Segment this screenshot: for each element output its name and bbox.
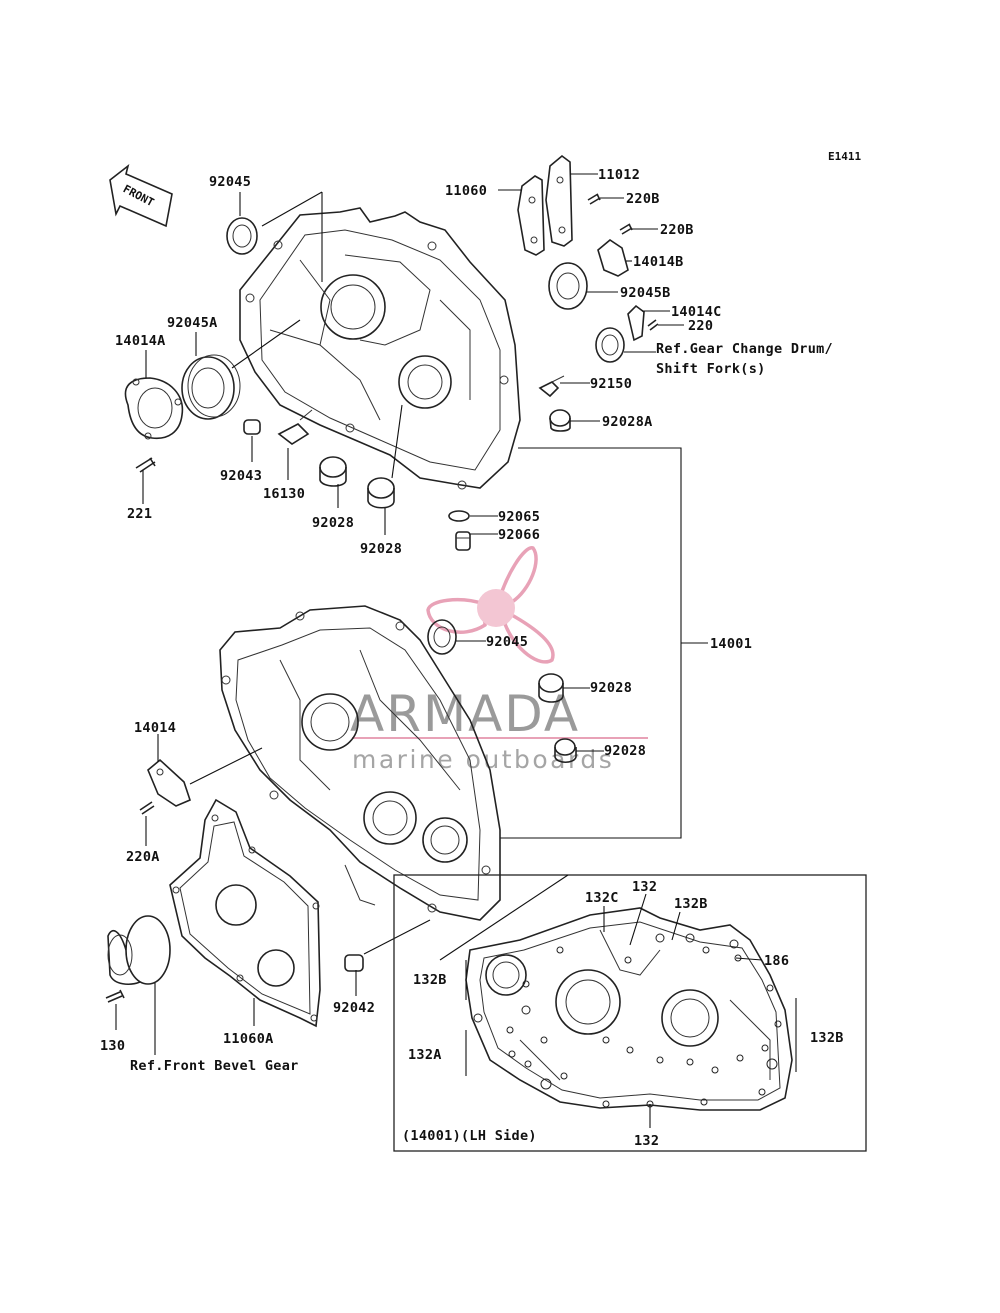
oil-seal-92028-d: [554, 738, 577, 764]
oil-seal-92028-a: [319, 456, 347, 487]
plug-16130: [277, 409, 313, 445]
washer-92065: [448, 510, 470, 522]
retainer-14014: [147, 758, 191, 807]
callout-14001: 14001: [710, 636, 752, 652]
bearing-92045-top: [226, 217, 258, 255]
inset-callout-132A: 132A: [408, 1047, 442, 1063]
callout-92028A: 92028A: [602, 414, 653, 430]
dowel-92042: [344, 954, 364, 972]
bearing-92045B: [548, 262, 588, 310]
bolt-220B-a: [587, 193, 601, 205]
callout-92066: 92066: [498, 527, 540, 543]
lower-crankcase-half: [219, 605, 501, 921]
inset-callout-132B-left: 132B: [413, 972, 447, 988]
callout-220: 220: [688, 318, 713, 334]
bearing-92045-mid: [427, 619, 457, 655]
callout-92065: 92065: [498, 509, 540, 525]
callout-220A: 220A: [126, 849, 160, 865]
callout-11060: 11060: [445, 183, 487, 199]
crankcase-assembly-bracket: [500, 447, 708, 839]
callout-14014A: 14014A: [115, 333, 166, 349]
switch-92150: [538, 375, 565, 398]
plug-92028A: [549, 409, 571, 432]
callout-92045A: 92045A: [167, 315, 218, 331]
screw-220: [647, 319, 659, 331]
inset-callout-186: 186: [764, 953, 789, 969]
screw-221: [135, 457, 156, 473]
callout-92028-c: 92028: [590, 680, 632, 696]
watermark-brand: ARMADA: [350, 685, 580, 743]
callout-16130: 16130: [263, 486, 305, 502]
front-marker-text: FRONT: [121, 182, 157, 209]
bearing-gear-change: [595, 327, 625, 363]
retainer-14014A: [124, 377, 184, 440]
armada-watermark: ARMADA marine outboards: [350, 546, 648, 774]
inset-callout-132-bottom: 132: [634, 1133, 659, 1149]
oil-seal-92028-b: [367, 477, 395, 509]
callout-92042: 92042: [333, 1000, 375, 1016]
oil-seal-92028-c: [538, 673, 564, 703]
retainer-14014B: [597, 239, 629, 277]
propeller-logo: [426, 546, 555, 664]
callout-221: 221: [127, 506, 152, 522]
callout-14014C: 14014C: [671, 304, 722, 320]
callout-92150: 92150: [590, 376, 632, 392]
gasket-11060: [517, 175, 545, 256]
callout-92043: 92043: [220, 468, 262, 484]
bolt-220B-b: [619, 223, 633, 235]
lh-side-inset: 132C 132 132B 186 132B 132B 132A 132 (14…: [393, 874, 867, 1152]
callout-11012: 11012: [598, 167, 640, 183]
ref-gear-change-line2: Shift Fork(s): [656, 361, 766, 377]
inset-frame: [393, 874, 867, 1152]
bolt-130: [105, 989, 125, 1003]
ref-gear-change-line1: Ref.Gear Change Drum/: [656, 341, 833, 357]
retainer-14014C: [627, 304, 645, 342]
callout-220B-a: 220B: [626, 191, 660, 207]
cover-11012: [545, 154, 573, 247]
callout-92045B: 92045B: [620, 285, 671, 301]
callout-220B-b: 220B: [660, 222, 694, 238]
callout-92028-a: 92028: [312, 515, 354, 531]
diagram-code: E1411: [828, 150, 861, 163]
callout-14014B: 14014B: [633, 254, 684, 270]
front-direction-arrow-icon: FRONT: [109, 163, 173, 228]
bolt-220A: [139, 801, 155, 815]
upper-crankcase-half: [239, 207, 521, 490]
callout-130: 130: [100, 1038, 125, 1054]
dowel-92043: [243, 419, 261, 435]
inset-callout-132B-right: 132B: [810, 1030, 844, 1046]
callout-92045-mid: 92045: [486, 634, 528, 650]
plug-92066: [455, 531, 471, 551]
callout-11060A: 11060A: [223, 1031, 274, 1047]
inset-callout-132-top: 132: [632, 879, 657, 895]
gasket-11060A: [169, 798, 321, 1028]
callout-92028-d: 92028: [604, 743, 646, 759]
inset-callout-132B-top: 132B: [674, 896, 708, 912]
callout-92028-b: 92028: [360, 541, 402, 557]
inset-callout-132C: 132C: [585, 890, 619, 906]
callout-92045-top: 92045: [209, 174, 251, 190]
inset-caption: (14001)(LH Side): [402, 1128, 537, 1144]
inset-bolt-holes: [473, 933, 782, 1108]
bearing-92045A: [181, 354, 241, 420]
bevel-gear-housing: [107, 915, 171, 985]
ref-front-bevel-gear: Ref.Front Bevel Gear: [130, 1058, 299, 1074]
callout-14014: 14014: [134, 720, 176, 736]
